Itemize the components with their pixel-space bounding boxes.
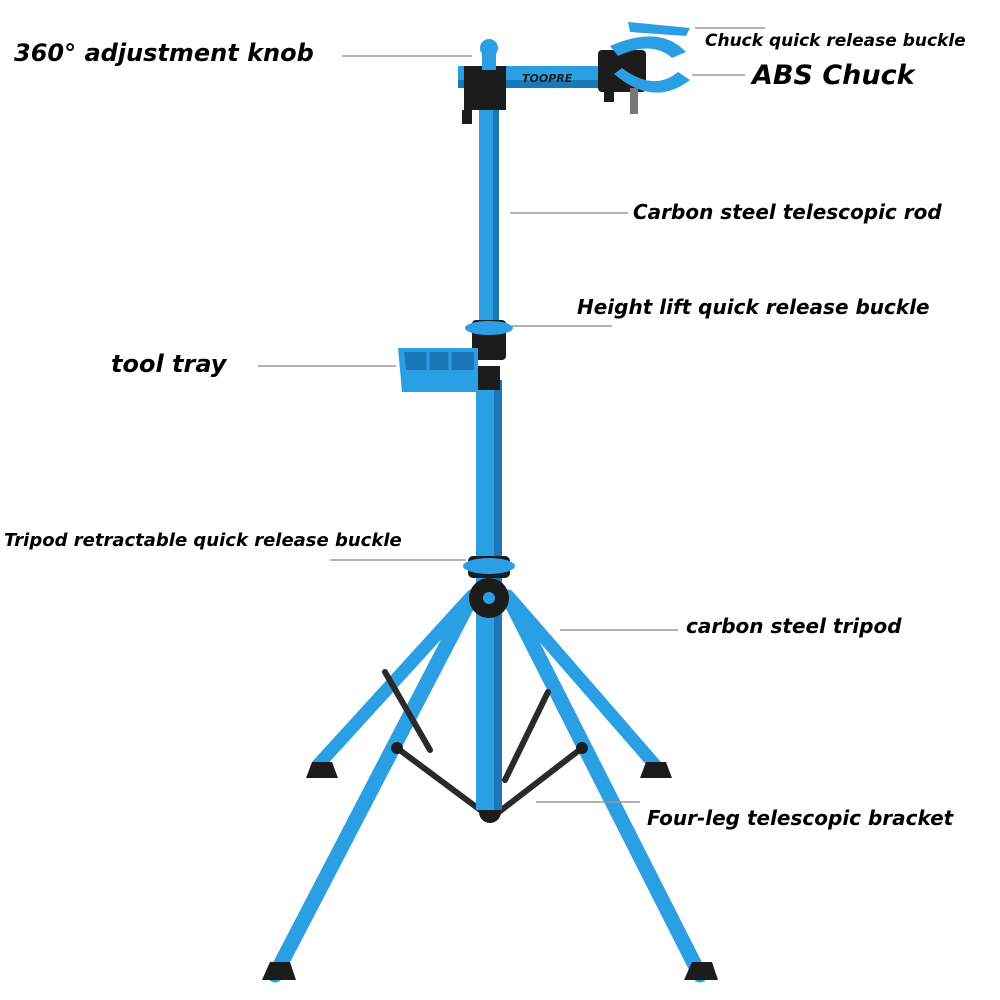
tool-tray-shape: [398, 348, 500, 392]
label-telescopic-rod: Carbon steel telescopic rod: [633, 200, 942, 224]
feet: [262, 762, 718, 980]
brace-right-back: [502, 689, 551, 783]
leg-front-left: [267, 592, 478, 983]
brace-pivot-left: [391, 742, 403, 754]
chuck-release-lever: [628, 22, 690, 36]
brand-logo: TOOPRE: [522, 72, 573, 85]
leg-back-right: [501, 589, 662, 772]
tray-inner: [404, 352, 474, 370]
brace-pivot-right: [576, 742, 588, 754]
chuck-upper-jaw: [610, 36, 686, 58]
chuck-spindle: [630, 88, 638, 114]
side-bolt: [462, 110, 472, 124]
telescopic-rod-shade: [493, 85, 499, 340]
clamp-arm-shade: [458, 80, 608, 88]
label-tool-tray: tool tray: [111, 350, 227, 378]
brace-right-front: [492, 745, 585, 818]
brace-left-front: [394, 745, 490, 818]
tripod-hub-center: [483, 592, 495, 604]
adjustment-knob-cap: [480, 39, 498, 57]
height-buckle-lever: [465, 321, 513, 335]
label-chuck-quick-release-buckle: Chuck quick release buckle: [705, 31, 966, 51]
label-four-leg-bracket: Four-leg telescopic bracket: [647, 806, 954, 830]
foot-back-left: [306, 762, 338, 778]
tripod-legs: [267, 589, 708, 983]
leg-back-left: [311, 589, 479, 772]
brace-left-back: [382, 669, 433, 753]
leader-lines: [258, 27, 765, 803]
label-adjustment-knob: 360° adjustment knob: [14, 39, 314, 67]
tray-clamp: [478, 366, 500, 390]
label-tripod-buckle: Tripod retractable quick release buckle: [4, 530, 402, 551]
foot-back-right: [640, 762, 672, 778]
chuck-bolt: [604, 92, 614, 102]
label-carbon-steel-tripod: carbon steel tripod: [686, 614, 902, 638]
chuck-lower-jaw: [614, 68, 690, 93]
foot-front-left: [262, 962, 296, 980]
leg-braces: [382, 669, 585, 818]
label-height-lift-buckle: Height lift quick release buckle: [577, 295, 930, 319]
leg-front-right: [502, 592, 708, 983]
tripod-buckle-lever: [463, 558, 515, 574]
foot-front-right: [684, 962, 718, 980]
label-abs-chuck: ABS Chuck: [752, 60, 915, 91]
abs-chuck-shape: [598, 22, 690, 114]
head-joint: [464, 66, 506, 110]
